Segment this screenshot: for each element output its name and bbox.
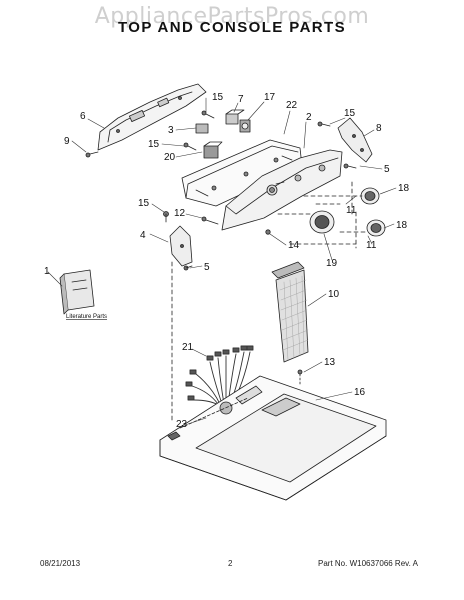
part-13-screw — [297, 369, 303, 385]
callout-9: 9 — [64, 136, 70, 147]
callout-10: 10 — [328, 289, 340, 300]
part-10-lint-screen — [271, 261, 309, 363]
callout-6: 6 — [80, 111, 86, 122]
leader-lines — [47, 97, 397, 425]
callout-15: 15 — [212, 92, 224, 103]
callout-17: 17 — [264, 92, 276, 103]
callout-14: 14 — [288, 240, 300, 251]
callout-15: 15 — [148, 139, 160, 150]
part-2-console — [221, 149, 343, 231]
callout-18: 18 — [398, 183, 410, 194]
part-4-bracket — [169, 225, 193, 267]
part-18-knob-lower — [366, 219, 386, 237]
callout-2: 2 — [306, 112, 312, 123]
callout-19: 19 — [326, 258, 338, 269]
callout-23: 23 — [176, 419, 188, 430]
callout-20: 20 — [164, 152, 176, 163]
callout-21: 21 — [182, 342, 194, 353]
callout-8: 8 — [376, 123, 382, 134]
literature-parts-label: Literature Parts — [66, 314, 107, 320]
footer-part-number: Part No. W10637066 Rev. A — [318, 559, 418, 568]
callouts: 15 7 17 22 2 15 8 6 3 9 15 20 5 18 15 12… — [44, 92, 410, 430]
page-title: TOP AND CONSOLE PARTS — [117, 19, 347, 36]
watermark: AppliancePartsPros.com — [94, 4, 370, 29]
callout-7: 7 — [238, 94, 244, 105]
part-18-knob-upper — [360, 187, 380, 205]
callout-18: 18 — [396, 220, 408, 231]
callout-15: 15 — [138, 198, 150, 209]
footer-page-number: 2 — [228, 559, 233, 568]
part-6-console-trim — [97, 83, 207, 151]
part-7-switch — [225, 109, 245, 125]
callout-1: 1 — [44, 266, 50, 277]
footer-date: 08/21/2013 — [40, 559, 81, 568]
callout-5: 5 — [204, 262, 210, 273]
callout-11: 11 — [366, 240, 377, 251]
callout-4: 4 — [140, 230, 146, 241]
part-8-bracket — [337, 117, 373, 163]
part-17-knob-switch — [239, 119, 251, 133]
part-3-lamp — [195, 123, 209, 134]
part-19-knob — [309, 210, 335, 234]
part-16-top-panel — [159, 375, 387, 501]
callout-12: 12 — [174, 208, 186, 219]
callout-15: 15 — [344, 108, 356, 119]
callout-3: 3 — [168, 125, 174, 136]
part-20-switch — [203, 141, 223, 159]
callout-16: 16 — [354, 387, 366, 398]
callout-22: 22 — [286, 100, 298, 111]
callout-13: 13 — [324, 357, 336, 368]
callout-11: 11 — [346, 205, 357, 216]
part-22-console-back — [181, 139, 303, 207]
knob-alignment-lines — [277, 181, 369, 249]
screws — [85, 110, 357, 271]
part-1-literature — [59, 269, 95, 315]
callout-5: 5 — [384, 164, 390, 175]
